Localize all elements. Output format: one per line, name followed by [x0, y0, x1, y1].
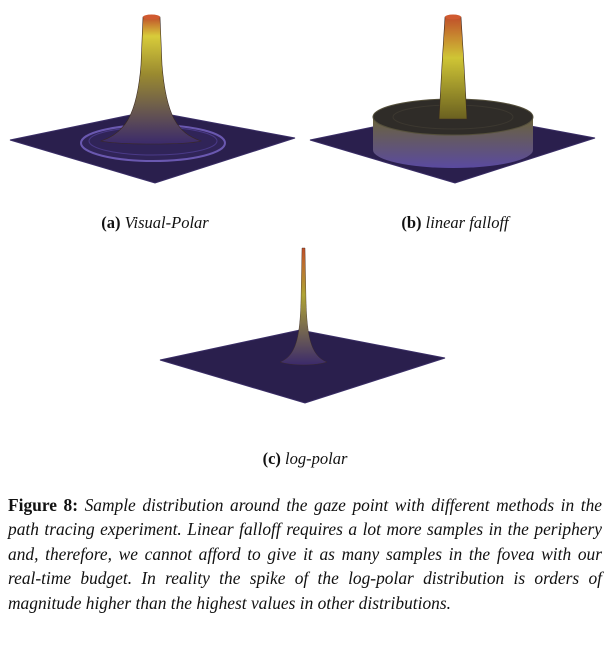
log-polar-surface [159, 247, 446, 404]
panel-a-plot [5, 5, 305, 205]
caption-b-label: (b) [401, 213, 422, 232]
caption-a: (a) Visual-Polar [55, 213, 255, 233]
figure-label: Figure 8: [8, 495, 78, 515]
caption-c-label: (c) [262, 449, 281, 468]
panel-c-plot [155, 240, 455, 440]
caption-b-name: linear falloff [425, 213, 509, 232]
caption-a-label: (a) [101, 213, 121, 232]
caption-c-name: log-polar [285, 449, 348, 468]
visual-polar-surface [9, 14, 296, 184]
caption-b: (b) linear falloff [355, 213, 555, 233]
figure-caption: Figure 8: Sample distribution around the… [8, 493, 602, 615]
figure-caption-text: Sample distribution around the gaze poin… [8, 495, 602, 613]
linear-falloff-surface [309, 14, 596, 184]
caption-c: (c) log-polar [205, 449, 405, 469]
caption-a-name: Visual-Polar [124, 213, 209, 232]
panel-b-plot [305, 5, 605, 205]
